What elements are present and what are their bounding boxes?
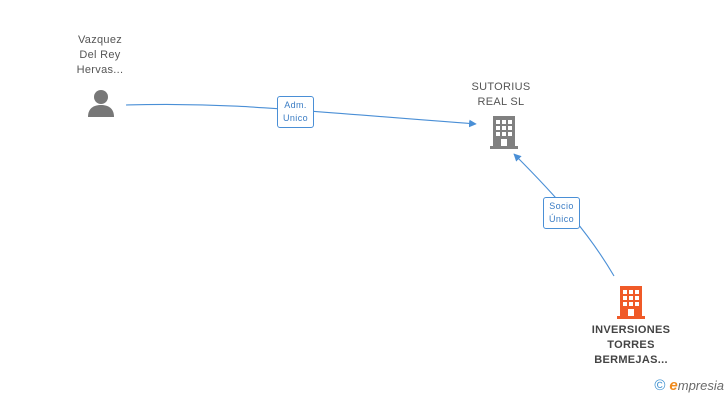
edge-adm-unico (125, 103, 477, 128)
edge-label-socio-unico[interactable]: Socio Único (543, 197, 581, 229)
building-icon[interactable] (487, 114, 521, 150)
edge-label-adm-unico[interactable]: Adm. Unico (277, 96, 315, 128)
copyright-icon: © (654, 377, 666, 394)
brand-logo: © empresia (654, 377, 724, 394)
target-company-label: SUTORIUS REAL SL (471, 81, 531, 108)
building-icon[interactable] (614, 284, 648, 320)
person-name-label: Vazquez Del Rey Hervas... (76, 34, 124, 76)
source-company-label: INVERSIONES TORRES BERMEJAS... (591, 324, 671, 366)
person-icon[interactable] (86, 88, 116, 118)
